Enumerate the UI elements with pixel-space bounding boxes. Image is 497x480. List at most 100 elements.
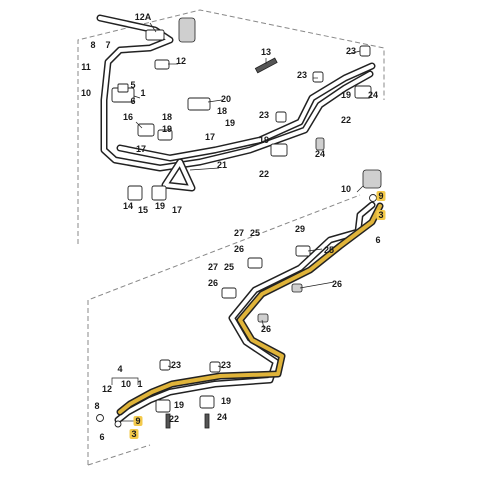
callout-number: 12 [102,384,112,394]
clip-25b [296,246,310,256]
callout-number: 19 [259,135,269,145]
callout-c-19-r2: 19 [259,135,269,145]
callout-c-18-mid: 18 [217,106,227,116]
callout-number: 17 [205,132,215,142]
leader-lines [112,23,363,421]
callout-number: 25 [324,245,334,255]
callout-c-7-top: 7 [105,40,110,50]
callout-c-23-c: 23 [259,110,269,120]
callout-c-23-b: 23 [297,70,307,80]
callout-number: 23 [171,360,181,370]
callout-number: 25 [250,228,260,238]
callout-c-10-top: 10 [81,88,91,98]
callout-number: 6 [99,432,104,442]
callout-number: 19 [155,201,165,211]
callout-number: 27 [208,262,218,272]
callout-number: 16 [123,112,133,122]
callout-number: 10 [121,379,131,389]
seal-ring-9 [370,195,377,202]
callout-c-25-a: 25 [250,228,260,238]
clip-25c [222,288,236,298]
callout-number: 6 [375,235,380,245]
callout-c-26-c: 26 [332,279,342,289]
callout-c-17-mid2: 17 [205,132,215,142]
callout-c-13: 13 [261,47,271,57]
callout-number: 26 [332,279,342,289]
callout-number: 20 [221,94,231,104]
clip-lower-23b [210,362,220,372]
clip-23b [313,72,323,82]
callout-c-9-r: 9 [377,191,386,201]
callout-c-10-b: 10 [121,379,131,389]
callout-number: 6 [130,96,135,106]
callout-c-24-r: 24 [368,90,378,100]
callout-number: 22 [341,115,351,125]
callout-number: 19 [162,124,172,134]
callout-number: 27 [234,228,244,238]
callout-number: 1 [140,88,145,98]
callout-number: 13 [261,47,271,57]
fitting-block-10 [363,170,381,188]
callout-c-22-r: 22 [341,115,351,125]
seal-ring-lower-9 [115,421,121,427]
callout-number: 8 [90,40,95,50]
bracket-16 [138,124,154,136]
holder-lower-19b [200,396,214,408]
callout-number: 9 [135,416,140,426]
callout-c-21: 21 [217,160,227,170]
callout-number: 4 [117,364,122,374]
callout-c-23-a: 23 [346,46,356,56]
callout-c-8-b: 8 [94,401,99,411]
callout-c-8-top: 8 [90,40,95,50]
bolt-24 [205,414,209,428]
callout-number: 12A [135,12,152,22]
callout-c-24-r2: 24 [315,149,325,159]
callout-number: 19 [174,400,184,410]
valve-block [179,18,195,42]
callout-c-6-top: 6 [130,96,135,106]
clip-25 [248,258,262,268]
callout-number: 3 [131,429,136,439]
callout-number: 18 [217,106,227,116]
clip-23c [276,112,286,122]
callout-c-11-top: 11 [81,62,91,72]
callout-number: 17 [172,205,182,215]
callout-number: 10 [341,184,351,194]
callout-c-23-d: 23 [171,360,181,370]
callout-number: 22 [259,169,269,179]
callout-c-22-b: 22 [169,414,179,424]
lower-assembly-frame [88,195,360,465]
holder-right-19b [271,144,287,156]
callout-c-19-mid2: 19 [225,118,235,128]
callout-c-18-top: 18 [162,112,172,122]
callout-number: 26 [261,324,271,334]
grommet-26b [258,314,268,322]
clip-5 [118,84,128,92]
callout-c-6-r: 6 [375,235,380,245]
callout-number: 19 [225,118,235,128]
callout-c-19-r: 19 [341,90,351,100]
callout-number: 12 [176,56,186,66]
callout-c-27-a: 27 [234,228,244,238]
callout-c-10-r: 10 [341,184,351,194]
callout-c-25-c: 25 [224,262,234,272]
callout-c-4: 4 [117,364,122,374]
callout-number: 23 [259,110,269,120]
callout-number: 24 [217,412,227,422]
callout-number: 14 [123,201,133,211]
callout-number: 1 [137,379,142,389]
callout-number: 5 [130,80,135,90]
hose-part-12a [146,30,164,40]
callout-number: 23 [297,70,307,80]
callout-c-22-r2: 22 [259,169,269,179]
callout-number: 15 [138,205,148,215]
callout-c-1-top: 1 [140,88,145,98]
callout-number: 19 [221,396,231,406]
callout-number: 8 [94,401,99,411]
callout-number: 24 [315,149,325,159]
callout-number: 26 [234,244,244,254]
callout-number: 25 [224,262,234,272]
callout-c-19-b2: 19 [221,396,231,406]
callout-number: 22 [169,414,179,424]
